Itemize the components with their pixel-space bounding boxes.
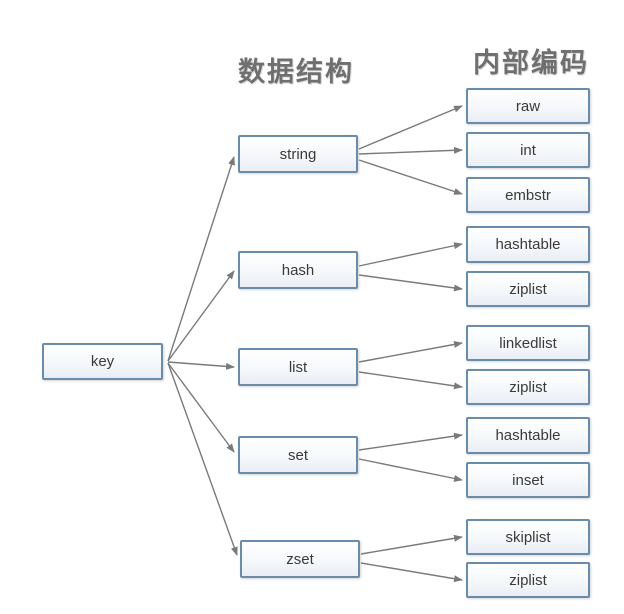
- node-string: string: [238, 135, 358, 173]
- node-int: int: [466, 132, 590, 168]
- edge-key-zset: [167, 362, 238, 556]
- edge-hash-hashtable: [358, 242, 463, 267]
- node-ziplist-zset: ziplist: [466, 562, 590, 598]
- edge-list-ziplist: [358, 371, 463, 390]
- edge-key-hash: [167, 270, 235, 362]
- node-key: key: [42, 343, 163, 380]
- edge-string-raw: [358, 105, 463, 150]
- node-set: set: [238, 436, 358, 474]
- edge-set-hashtable: [358, 432, 463, 451]
- node-linkedlist: linkedlist: [466, 325, 590, 361]
- node-raw: raw: [466, 88, 590, 124]
- node-inset: inset: [466, 462, 590, 498]
- edge-list-linkedlist: [358, 341, 463, 363]
- node-hash: hash: [238, 251, 358, 289]
- node-ziplist-hash: ziplist: [466, 271, 590, 307]
- node-skiplist: skiplist: [466, 519, 590, 555]
- edge-key-list: [167, 361, 235, 370]
- node-hashtable-set: hashtable: [466, 417, 590, 454]
- node-embstr: embstr: [466, 177, 590, 213]
- column-header-data-structure: 数据结构: [238, 57, 354, 87]
- edge-zset-ziplist: [360, 562, 463, 583]
- edge-string-embstr: [358, 159, 463, 195]
- node-zset: zset: [240, 540, 360, 578]
- node-list: list: [238, 348, 358, 386]
- edge-string-int: [358, 146, 463, 155]
- edge-hash-ziplist: [358, 274, 463, 292]
- node-ziplist-list: ziplist: [466, 369, 590, 405]
- edge-zset-skiplist: [360, 534, 463, 555]
- column-header-internal-encoding: 内部编码: [473, 48, 589, 78]
- node-hashtable-hash: hashtable: [466, 226, 590, 263]
- edge-set-inset: [358, 458, 463, 482]
- edge-key-set: [167, 362, 235, 453]
- edge-key-string: [167, 156, 235, 362]
